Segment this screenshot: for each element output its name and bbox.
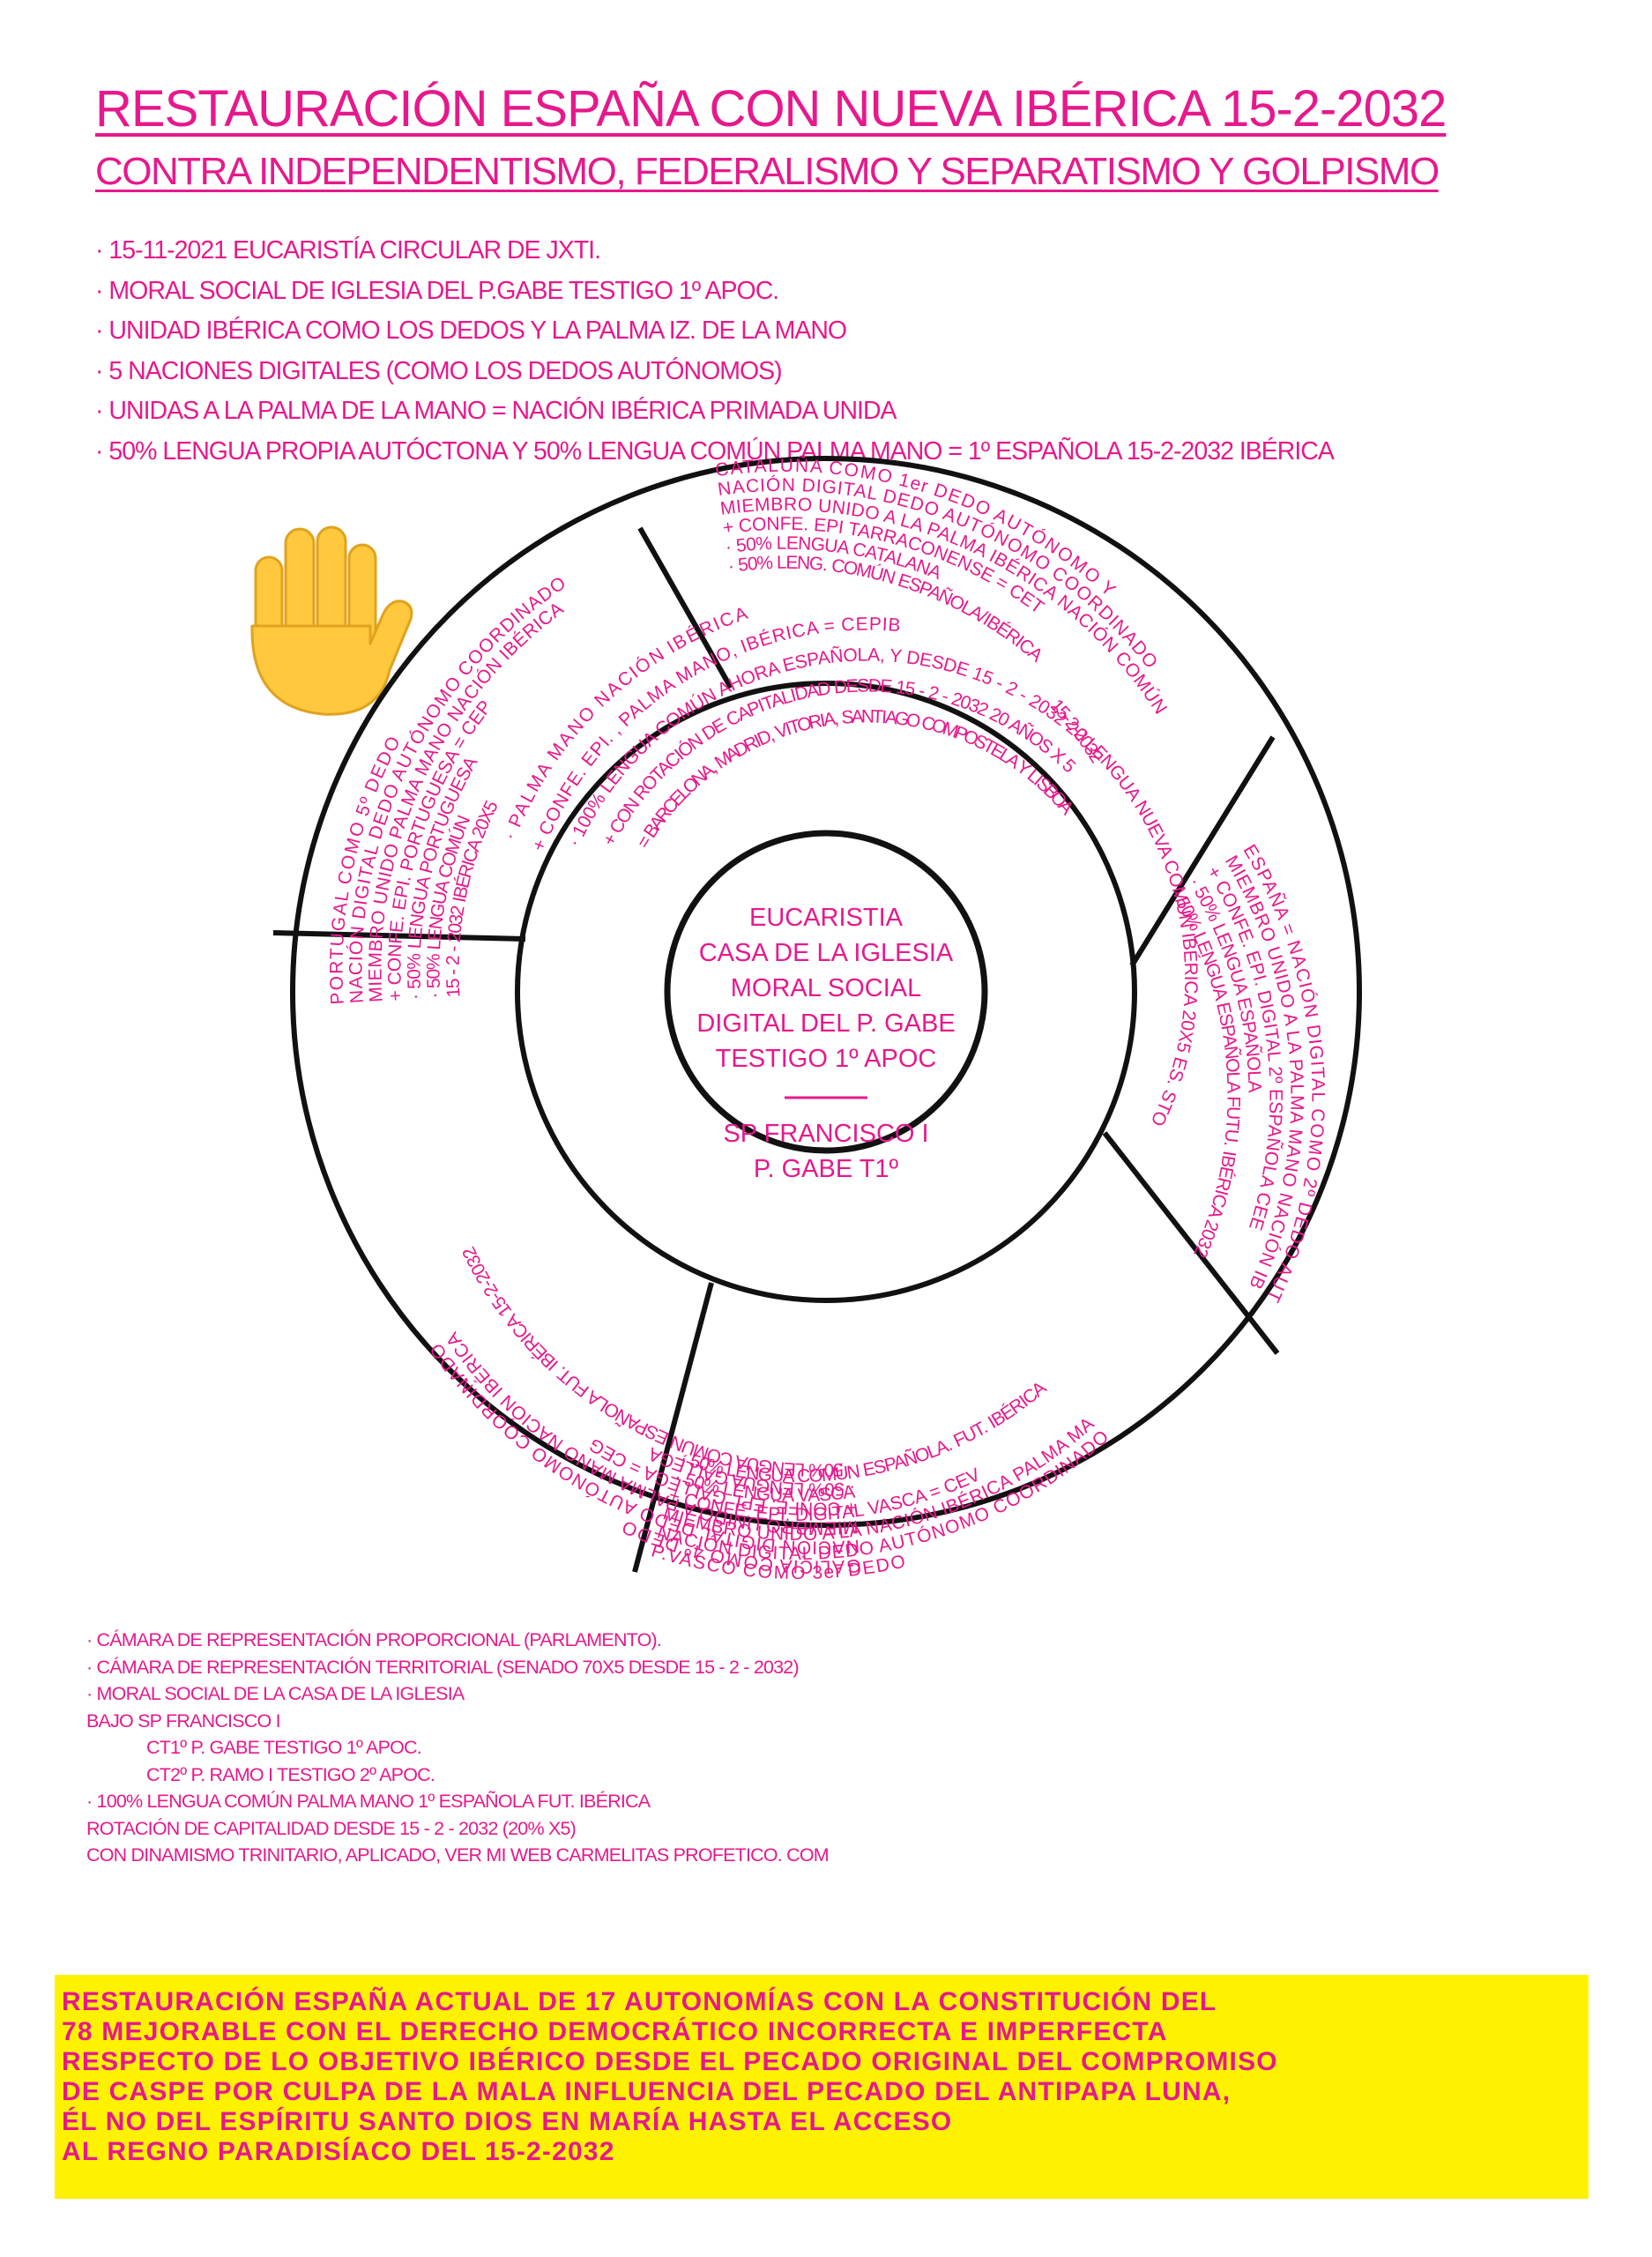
page-title: RESTAURACIÓN ESPAÑA CON NUEVA IBÉRICA 15… — [95, 80, 1447, 138]
intro-bullet: · 15-11-2021 EUCARISTÍA CIRCULAR DE JXTI… — [95, 236, 601, 264]
bottom-list-item: · MORAL SOCIAL DE LA CASA DE LA IGLESIA — [86, 1683, 465, 1704]
footer-line: 78 MEJORABLE CON EL DERECHO DEMOCRÁTICO … — [62, 2017, 1168, 2046]
sector-divider — [272, 930, 526, 942]
sector-divider — [1129, 735, 1276, 967]
intro-bullet: · UNIDAD IBÉRICA COMO LOS DEDOS Y LA PAL… — [95, 317, 847, 346]
center-line: EUCARISTIA — [749, 904, 904, 932]
sector-divider — [637, 526, 733, 689]
intro-bullet-list: · 15-11-2021 EUCARISTÍA CIRCULAR DE JXTI… — [95, 231, 1335, 473]
raised-hand-icon — [250, 525, 413, 716]
sector-divider — [632, 1282, 714, 1573]
bottom-list-item: CON DINAMISMO TRINITARIO, APLICADO, VER … — [86, 1844, 830, 1866]
intro-bullet: · 50% LENGUA PROPIA AUTÓCTONA Y 50% LENG… — [95, 436, 1335, 466]
intro-bullet: · MORAL SOCIAL DE IGLESIA DEL P.GABE TES… — [95, 276, 779, 305]
bottom-list: · CÁMARA DE REPRESENTACIÓN PROPORCIONAL … — [86, 1627, 830, 1869]
center-line: MORAL SOCIAL — [731, 974, 921, 1002]
footer-line: RESTAURACIÓN ESPAÑA ACTUAL DE 17 AUTONOM… — [62, 1987, 1217, 2016]
bottom-list-item: CT2º P. RAMO I TESTIGO 2º APOC. — [146, 1763, 435, 1785]
bottom-list-item: · CÁMARA DE REPRESENTACIÓN PROPORCIONAL … — [86, 1629, 662, 1650]
footer-line: RESPECTO DE LO OBJETIVO IBÉRICO DESDE EL… — [62, 2047, 1278, 2076]
center-line: P. GABE T1º — [754, 1155, 899, 1183]
center-line: TESTIGO 1º APOC — [716, 1045, 937, 1073]
bottom-list-item: BAJO SP FRANCISCO I — [86, 1710, 281, 1732]
bottom-list-item: ROTACIÓN DE CAPITALIDAD DESDE 15 - 2 - 2… — [86, 1817, 577, 1839]
center-line: CASA DE LA IGLESIA — [699, 939, 954, 967]
footer-highlight-box: RESTAURACIÓN ESPAÑA ACTUAL DE 17 AUTONOM… — [55, 1975, 1589, 2199]
footer-line: DE CASPE POR CULPA DE LA MALA INFLUENCIA… — [62, 2077, 1232, 2106]
inner-circle-border — [664, 830, 988, 1154]
footer-line: AL REGNO PARADISÍACO DEL 15-2-2032 — [62, 2137, 615, 2166]
bottom-list-item: · 100% LENGUA COMÚN PALMA MANO 1º ESPAÑO… — [86, 1791, 651, 1812]
footer-highlight-text: RESTAURACIÓN ESPAÑA ACTUAL DE 17 AUTONOM… — [55, 1975, 1589, 2167]
page-subtitle: CONTRA INDEPENDENTISMO, FEDERALISMO Y SE… — [95, 150, 1440, 193]
outer-ring-border — [290, 456, 1362, 1528]
center-circle-text: EUCARISTIA CASA DE LA IGLESIA MORAL SOCI… — [696, 904, 955, 1183]
center-line: SP FRANCISCO I — [723, 1120, 928, 1148]
intro-bullet: · UNIDAS A LA PALMA DE LA MANO = NACIÓN … — [95, 397, 897, 426]
sector-divider — [1102, 1131, 1280, 1355]
intro-bullet: · 5 NACIONES DIGITALES (COMO LOS DEDOS A… — [95, 356, 783, 385]
center-line: DIGITAL DEL P. GABE — [696, 1009, 955, 1038]
middle-ring-border — [515, 681, 1137, 1303]
bottom-list-item: · CÁMARA DE REPRESENTACIÓN TERRITORIAL (… — [86, 1656, 800, 1678]
bottom-list-item: CT1º P. GABE TESTIGO 1º APOC. — [146, 1737, 422, 1758]
footer-line: ÉL NO DEL ESPÍRITU SANTO DIOS EN MARÍA H… — [62, 2107, 953, 2136]
